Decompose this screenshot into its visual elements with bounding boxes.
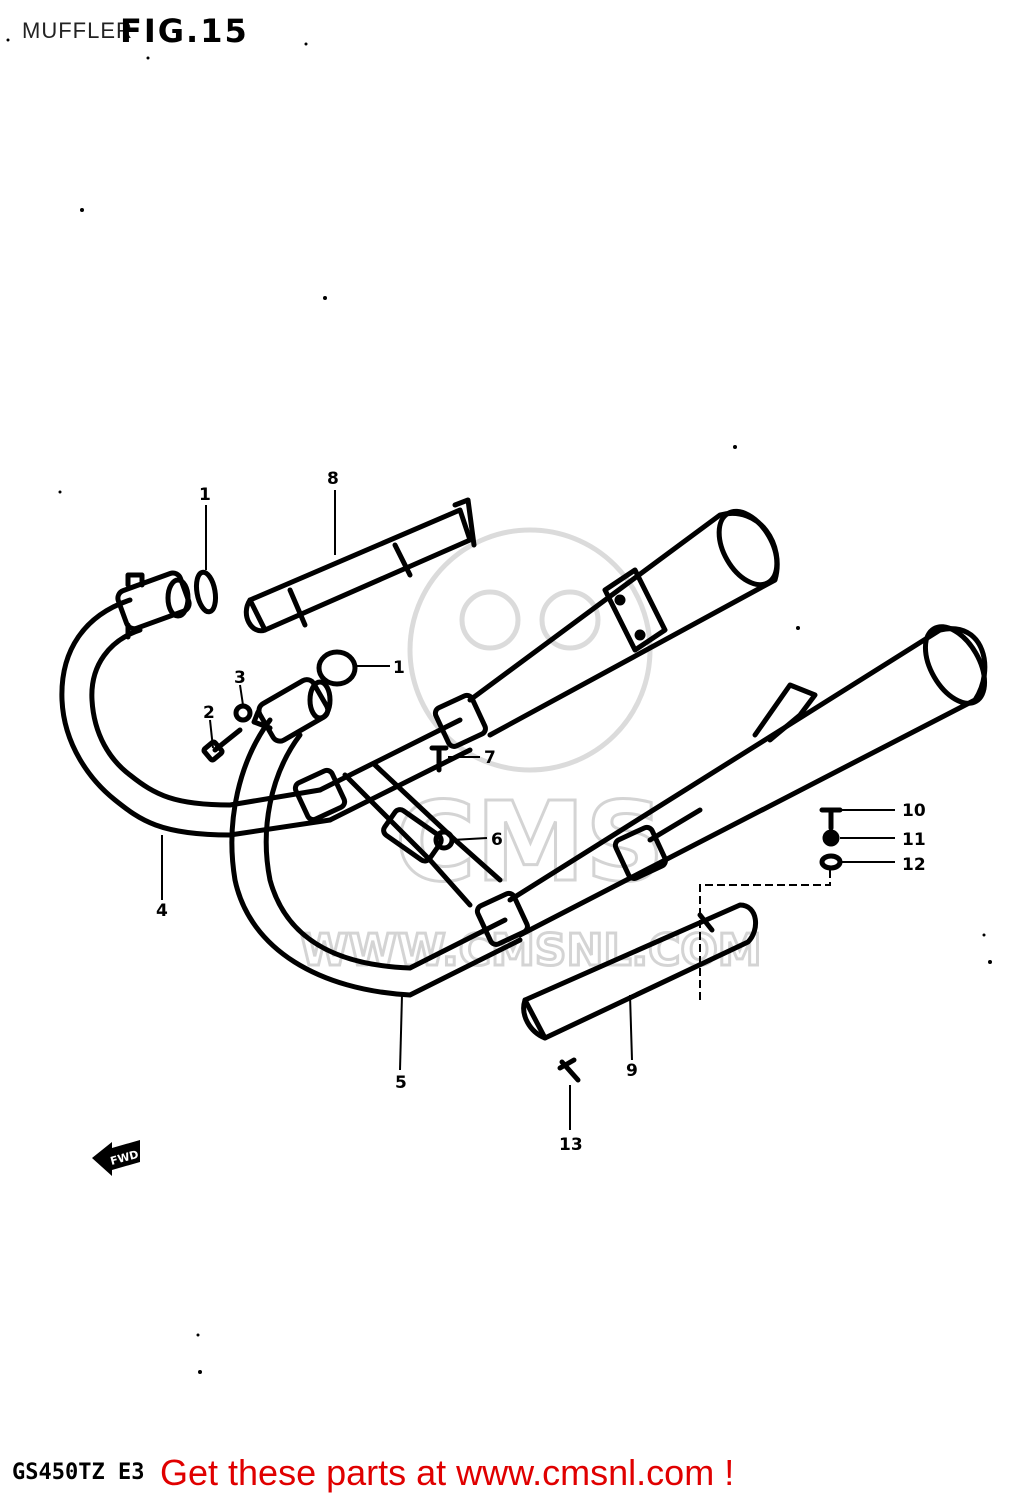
callout-3: 3	[234, 668, 246, 688]
callout-13: 13	[559, 1135, 583, 1155]
nut-11	[822, 829, 840, 847]
screw-13	[557, 1057, 581, 1083]
leader-lines	[161, 490, 895, 1130]
callout-4: 4	[156, 901, 168, 921]
cushion-12	[819, 853, 843, 871]
muffler-upper	[467, 508, 780, 738]
callout-10: 10	[902, 801, 926, 821]
bolt-7	[429, 745, 449, 773]
exhaust-pipe-left	[59, 570, 333, 838]
callout-5: 5	[395, 1073, 407, 1093]
callout-12: 12	[902, 855, 926, 875]
callout-labels: 1 1 2 3 4 5 6 7 8 9 10 11 12 13	[156, 469, 926, 1155]
bolt-2	[201, 727, 243, 763]
watermark-url: WWW.CMSNL.COM	[300, 925, 762, 976]
forward-arrow-icon: FWD	[92, 1140, 140, 1176]
scan-specks	[6, 38, 992, 1374]
callout-8: 8	[327, 469, 339, 489]
callout-2: 2	[203, 703, 215, 723]
diagram-title: MUFFLER	[22, 18, 133, 43]
heat-shield-upper	[243, 497, 477, 634]
callout-7: 7	[484, 748, 496, 768]
heat-shield-lower	[521, 902, 758, 1041]
figure-number: FIG.15	[120, 12, 249, 50]
callout-1b: 1	[393, 658, 405, 678]
callout-9: 9	[626, 1061, 638, 1081]
callout-6: 6	[491, 830, 503, 850]
watermark: CMS WWW.CMSNL.COM	[299, 527, 763, 978]
nut-3	[233, 703, 253, 723]
muffler-lower	[507, 624, 988, 938]
promo-link[interactable]: Get these parts at www.cmsnl.com !	[160, 1452, 735, 1493]
gasket-upper	[193, 569, 219, 615]
screw-10	[819, 807, 843, 831]
exhaust-pipe-right	[229, 677, 523, 998]
model-code: GS450TZ E3	[12, 1460, 145, 1485]
callout-11: 11	[902, 830, 926, 850]
callout-1a: 1	[199, 485, 211, 505]
gasket-lower	[316, 649, 358, 687]
